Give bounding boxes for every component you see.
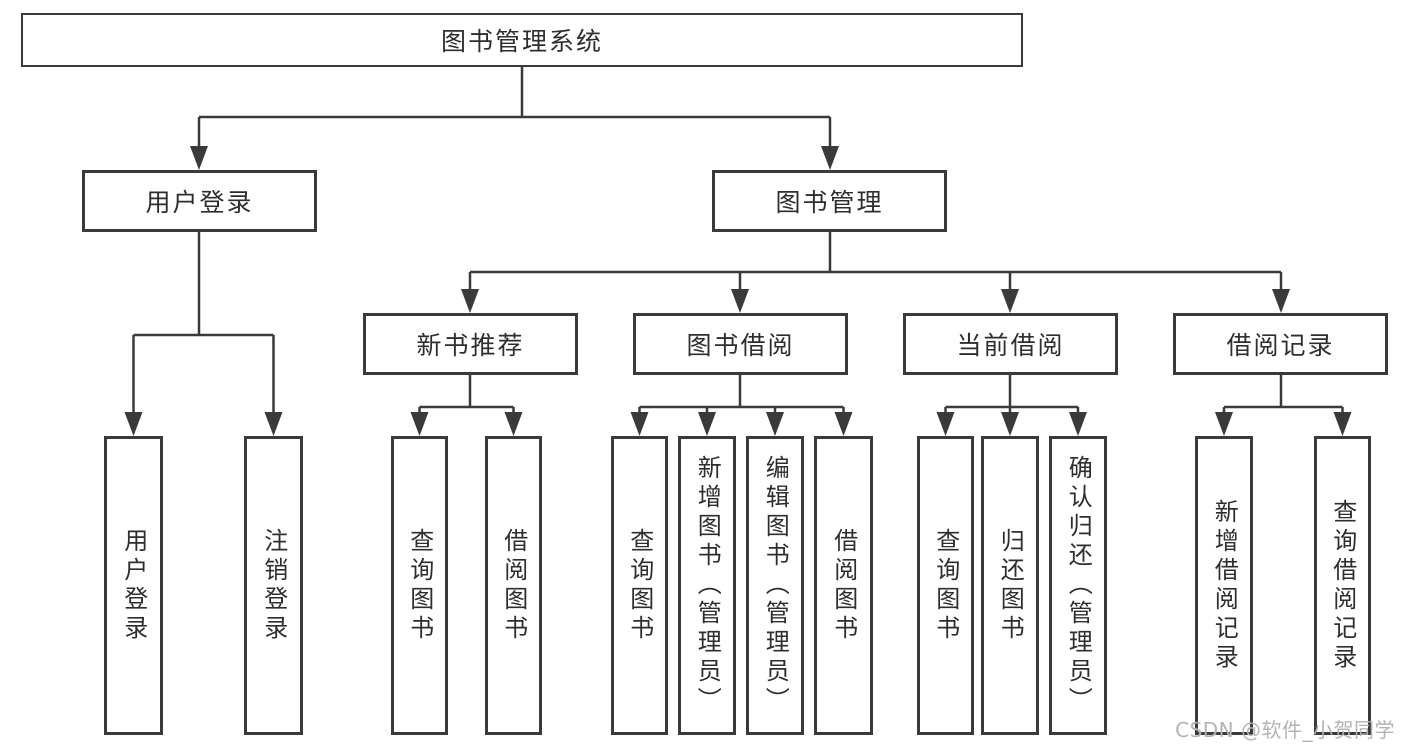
connector-borrowing-records-to-leaves <box>1222 375 1344 416</box>
node-label: 查询图书 <box>625 527 654 644</box>
leaf-add-book-admin: 新增图书（管理员） <box>678 436 736 735</box>
connector-root-to-level2 <box>197 67 832 150</box>
connector-new-book-to-leaves <box>418 375 515 416</box>
node-label: 借阅记录 <box>1226 331 1335 360</box>
node-label: 图书管理系统 <box>440 27 603 56</box>
connector-book-borrowing-to-leaves <box>638 375 845 416</box>
node-label: 用户登录 <box>119 527 148 644</box>
leaf-query-books-borrowing: 查询图书 <box>611 436 668 735</box>
node-new-book-recommendation: 新书推荐 <box>363 313 578 375</box>
node-label: 归还图书 <box>996 527 1025 644</box>
node-label: 查询借阅记录 <box>1328 498 1357 673</box>
node-label: 编辑图书（管理员） <box>761 455 790 716</box>
node-label: 查询图书 <box>405 527 434 644</box>
node-label: 借阅图书 <box>829 527 858 644</box>
node-label: 注销登录 <box>259 527 288 644</box>
node-root: 图书管理系统 <box>21 13 1023 67</box>
leaf-query-books-current: 查询图书 <box>917 436 974 735</box>
leaf-query-borrow-record: 查询借阅记录 <box>1314 436 1371 735</box>
leaf-user-login: 用户登录 <box>104 436 163 735</box>
leaf-query-books-recommend: 查询图书 <box>391 436 448 735</box>
connector-current-borrowing-to-leaves <box>944 375 1080 416</box>
node-label: 查询图书 <box>931 527 960 644</box>
node-label: 图书管理 <box>775 188 884 217</box>
node-book-management: 图书管理 <box>712 170 947 232</box>
leaf-add-borrow-record: 新增借阅记录 <box>1195 436 1253 735</box>
node-label: 图书借阅 <box>686 331 795 360</box>
leaf-return-book: 归还图书 <box>981 436 1039 735</box>
node-label: 用户登录 <box>145 188 254 217</box>
node-user-login: 用户登录 <box>82 170 317 232</box>
connector-book-management-to-level3 <box>468 232 1283 292</box>
node-label: 借阅图书 <box>499 527 528 644</box>
node-label: 新书推荐 <box>416 331 525 360</box>
connector-user-login-to-leaves <box>132 232 275 416</box>
leaf-borrow-books-recommend: 借阅图书 <box>485 436 542 735</box>
node-label: 确认归还（管理员） <box>1064 455 1093 716</box>
csdn-watermark: CSDN @软件_小贺同学 <box>1175 718 1395 742</box>
leaf-confirm-return-admin: 确认归还（管理员） <box>1049 436 1107 735</box>
arrowheads <box>124 146 1352 436</box>
node-borrowing-records: 借阅记录 <box>1173 313 1388 375</box>
leaf-borrow-books-borrowing: 借阅图书 <box>814 436 873 735</box>
leaf-edit-book-admin: 编辑图书（管理员） <box>746 436 804 735</box>
node-book-borrowing: 图书借阅 <box>633 313 848 375</box>
node-label: 新增图书（管理员） <box>693 455 722 716</box>
node-label: 新增借阅记录 <box>1210 498 1239 673</box>
node-current-borrowing: 当前借阅 <box>903 313 1118 375</box>
node-label: 当前借阅 <box>956 331 1065 360</box>
leaf-logout: 注销登录 <box>244 436 303 735</box>
